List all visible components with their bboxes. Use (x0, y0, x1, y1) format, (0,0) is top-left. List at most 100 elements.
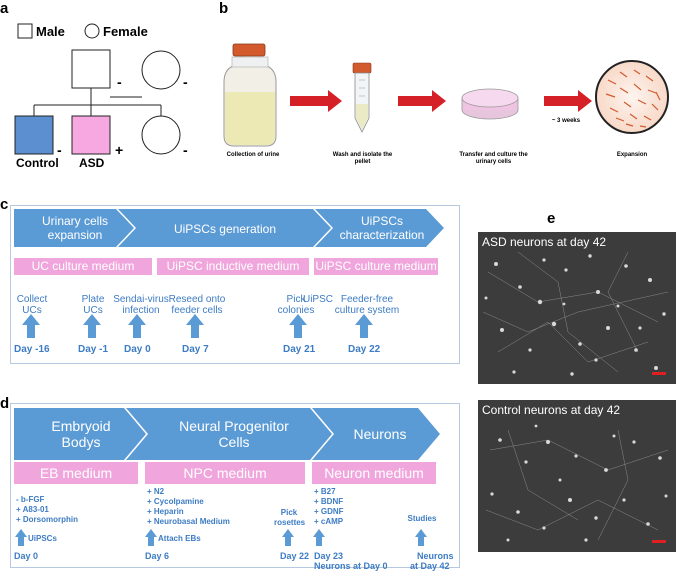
caption-collection: Collection of urine (226, 152, 280, 158)
neurons-day-0: Neurons at Day 0 (314, 561, 388, 571)
npc-reagent-2: + Cycolpamine (147, 497, 204, 506)
centrifuge-tube-icon (352, 62, 372, 133)
sibling-sign: - (183, 142, 188, 158)
day-0-d: Day 0 (14, 551, 39, 561)
panel-label-d: d (0, 395, 10, 412)
eb-reagent-3: + Dorsomorphin (16, 515, 79, 524)
medium-inductive: UiPSC inductive medium (157, 258, 309, 275)
scale-bar-top (652, 372, 666, 375)
control-label: Control (16, 156, 59, 170)
control-sign: - (57, 142, 62, 158)
panel-label-b: b (219, 0, 229, 17)
phase-label-eb: Embryoid Bodys (51, 418, 111, 450)
event-reseed: Reseed onto feeder cells (168, 294, 226, 316)
event-studies: Studies (407, 514, 437, 523)
female-legend-symbol (84, 23, 100, 39)
phase-chevrons-c (14, 209, 444, 247)
asd-cells (482, 251, 669, 376)
asd-label: ASD (79, 156, 105, 170)
event-plate-ucs: Plate UCs (81, 294, 105, 316)
up-arrow-icon (289, 314, 307, 338)
neuron-reagent-3: + GDNF (314, 507, 344, 516)
up-arrow-icon (415, 529, 427, 546)
sibling-symbol (141, 115, 181, 155)
timeline-d-frame (10, 403, 460, 568)
panel-label-a: a (0, 0, 9, 17)
event-arrows-c (22, 314, 373, 338)
day-21: Day 21 (283, 344, 316, 355)
day-22-c: Day 22 (348, 344, 381, 355)
caption-wash: Wash and isolate the pellet (332, 152, 393, 165)
neuron-reagent-2: + BDNF (314, 497, 344, 506)
medium-uc: UC culture medium (14, 258, 152, 275)
female-legend-label: Female (103, 24, 148, 39)
up-arrow-icon (313, 529, 325, 546)
scale-bar-bottom (652, 540, 666, 543)
up-arrow-icon (15, 529, 27, 546)
event-pick-colonies: Pick colonies (277, 294, 315, 316)
control-neurons-micrograph: Control neurons at day 42 (478, 400, 676, 552)
arrow-1-icon (290, 90, 342, 112)
up-arrow-icon (282, 529, 294, 546)
event-feeder-free: Feeder-free culture system (334, 294, 400, 316)
phase-label-npc: Neural Progenitor Cells (179, 418, 289, 450)
chevron-neurons (312, 408, 440, 460)
npc-reagent-3: + Heparin (147, 507, 184, 516)
caption-transfer: Transfer and culture the urinary cells (459, 152, 528, 165)
duration-label: ~ 3 weeks (551, 118, 581, 124)
chevron-eb (14, 408, 146, 460)
asd-neurons-micrograph: ASD neurons at day 42 (478, 232, 676, 384)
up-arrow-icon (128, 314, 146, 338)
asd-symbol (71, 115, 111, 155)
medium-eb: EB medium (14, 462, 138, 484)
event-uipscs: UiPSCs (28, 534, 57, 543)
phase-label-uipsc-char: UiPSCs characterization (339, 214, 425, 242)
day-0-c: Day 0 (124, 344, 151, 355)
eb-reagent-1: - b-FGF (16, 495, 45, 504)
urine-workflow (223, 43, 669, 147)
npc-reagent-4: + Neurobasal Medium (147, 517, 230, 526)
day-23: Day 23 (314, 551, 344, 561)
panel-label-e: e (547, 210, 556, 227)
panel-label-c: c (0, 196, 9, 213)
neuron-reagent-1: + B27 (314, 487, 336, 496)
day-minus1: Day -1 (78, 344, 109, 355)
phase-label-urinary: Urinary cells expansion (41, 214, 108, 242)
petri-dish-icon (461, 88, 519, 120)
up-arrow-icon (145, 529, 157, 546)
up-arrow-icon (83, 314, 101, 338)
event-uipsc: UiPSC (302, 294, 333, 305)
phase-chevrons-d (14, 408, 440, 460)
neurons-day42-line2: at Day 42 (410, 561, 450, 571)
mother-symbol (141, 50, 181, 90)
event-sendai: Sendai-virus infection (113, 294, 169, 316)
mother-sign: - (183, 74, 188, 90)
up-arrow-icon (355, 314, 373, 338)
arrow-2-icon (398, 90, 446, 112)
event-collect-ucs: Collect UCs (16, 294, 48, 316)
event-arrows-d (15, 529, 427, 546)
phase-label-neurons: Neurons (353, 426, 407, 442)
father-symbol (71, 49, 111, 89)
day-minus16: Day -16 (14, 344, 50, 355)
control-neurons-label: Control neurons at day 42 (482, 403, 621, 417)
control-cells (485, 424, 669, 543)
pedigree-diagram (14, 23, 181, 155)
control-symbol (14, 115, 54, 155)
caption-expansion: Expansion (616, 152, 648, 158)
chevron-npc (126, 408, 332, 460)
asd-sign: + (115, 142, 124, 158)
phase-label-uipsc-gen: UiPSCs generation (173, 222, 277, 236)
day-22-d: Day 22 (280, 551, 310, 561)
up-arrow-icon (22, 314, 40, 338)
medium-uipsc-culture: UiPSC culture medium (314, 258, 438, 275)
expansion-dish-icon (595, 60, 669, 134)
father-sign: - (117, 74, 122, 90)
chevron-urinary (14, 209, 134, 247)
male-legend-symbol (17, 23, 33, 39)
medium-npc: NPC medium (145, 462, 305, 484)
timeline-c-frame (10, 205, 460, 364)
event-pick-rosettes: Pick rosettes (274, 508, 306, 527)
npc-reagent-1: + N2 (147, 487, 165, 496)
eb-reagent-2: + A83-01 (16, 505, 49, 514)
